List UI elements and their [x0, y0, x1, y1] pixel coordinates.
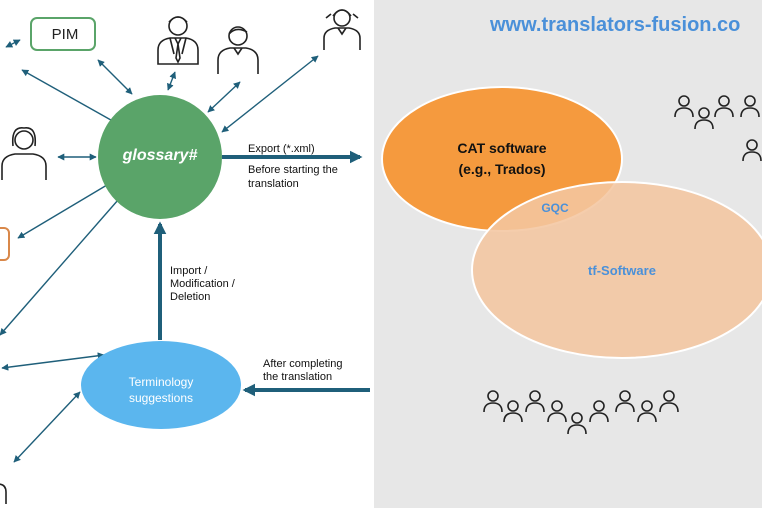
person-partial-icon	[0, 483, 7, 504]
import-label-line1: Import /	[170, 265, 208, 277]
connector-woman-right	[221, 55, 319, 133]
pim-node[interactable]: PIM	[30, 17, 96, 51]
connector-left-upper	[21, 69, 119, 125]
import-label-line2: Modification /	[170, 278, 235, 290]
connector-right-man	[207, 81, 241, 113]
tf-software-ellipse[interactable]	[471, 181, 762, 359]
connector-term-left	[1, 352, 105, 371]
terminology-label-line2: suggestions	[128, 391, 194, 405]
people-group-icon	[674, 95, 760, 130]
connector-left-mid	[17, 181, 113, 239]
venn-diagram	[381, 86, 762, 359]
terminology-node[interactable]	[81, 341, 241, 429]
flow-arrows	[153, 150, 370, 397]
person-woman-left-icon	[1, 127, 47, 180]
site-url[interactable]: www.translators-fusion.co	[490, 14, 741, 36]
people-group-icon-2	[742, 139, 762, 162]
glossary-node[interactable]	[98, 95, 222, 219]
cat-software-label-line1: CAT software	[457, 140, 547, 156]
export-note-line1: Before starting the	[248, 164, 338, 176]
person-man-tie-icon	[157, 16, 199, 65]
person-man-icon	[217, 26, 259, 74]
after-label-line1: After completing	[263, 358, 343, 370]
import-label-line3: Deletion	[170, 291, 211, 303]
connector-term-bottom	[13, 391, 81, 463]
terminology-label-line1: Terminology	[128, 375, 194, 389]
connector-top-left	[5, 39, 21, 48]
network-connectors	[0, 39, 319, 463]
person-woman-icon	[323, 9, 361, 50]
people-group-icon-3	[483, 390, 679, 435]
partial-node-box[interactable]	[0, 227, 10, 261]
gqc-label: GQC	[541, 201, 569, 215]
pim-label: PIM	[51, 26, 79, 43]
export-label: Export (*.xml)	[248, 143, 315, 155]
connector-top-man	[167, 71, 176, 91]
connector-top-center	[97, 59, 133, 95]
cat-software-label-line2: (e.g., Trados)	[458, 161, 546, 177]
tf-software-label: tf-Software	[588, 263, 656, 278]
connector-left-long	[0, 191, 126, 336]
export-note-line2: translation	[248, 178, 299, 190]
after-label-line2: the translation	[263, 371, 333, 383]
glossary-label: glossary#	[122, 147, 198, 164]
